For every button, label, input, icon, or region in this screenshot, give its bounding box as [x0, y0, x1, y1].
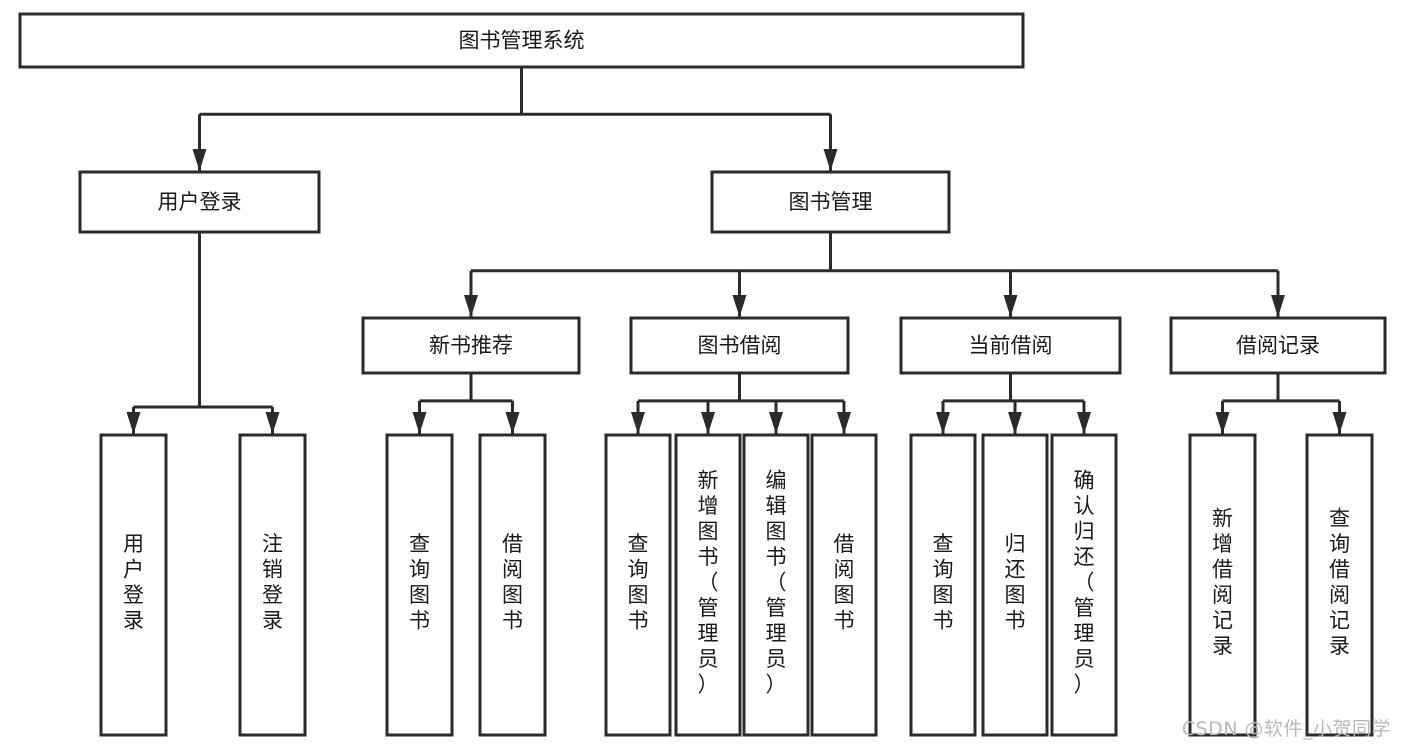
- node-box-new-book-recommend: [361, 316, 581, 375]
- node-box-book-borrow: [629, 316, 850, 375]
- arrow-head-icon: [769, 412, 783, 434]
- node-user-login[interactable]: 用户登录: [78, 170, 321, 234]
- node-label-user-login: 用户登录: [158, 190, 242, 214]
- node-label-book-borrow: 图书借阅: [698, 334, 782, 358]
- node-recommend-query-book[interactable]: 查询图书: [385, 433, 454, 737]
- node-book-manage[interactable]: 图书管理: [710, 170, 951, 234]
- node-box-current-return-book: [981, 433, 1049, 737]
- node-layer: 图书管理系统用户登录用户登录注销登录图书管理新书推荐查询图书借阅图书图书借阅查询…: [18, 12, 1387, 737]
- arrow-head-icon: [1271, 295, 1285, 317]
- node-box-borrow-lend-book: [810, 433, 878, 737]
- node-recommend-borrow-book[interactable]: 借阅图书: [478, 433, 547, 737]
- node-box-current-borrow: [899, 316, 1122, 375]
- node-current-confirm-return[interactable]: 确认归还（管理员）: [1050, 433, 1118, 737]
- node-box-record-query: [1305, 433, 1374, 737]
- node-label-borrow-add-book: 新增图书（管理员）: [698, 468, 719, 696]
- node-borrow-lend-book[interactable]: 借阅图书: [810, 433, 878, 737]
- node-current-query-book[interactable]: 查询图书: [909, 433, 977, 737]
- node-record-add[interactable]: 新增借阅记录: [1188, 433, 1257, 737]
- watermark-label: CSDN @软件_小贺同学: [1181, 718, 1391, 740]
- arrow-head-icon: [732, 295, 747, 317]
- arrow-head-icon: [1332, 412, 1347, 434]
- arrow-head-icon: [1003, 295, 1018, 317]
- arrow-head-icon: [936, 412, 950, 434]
- node-current-return-book[interactable]: 归还图书: [981, 433, 1049, 737]
- node-borrow-add-book[interactable]: 新增图书（管理员）: [674, 433, 742, 737]
- node-user-login-do[interactable]: 用户登录: [99, 433, 168, 737]
- node-box-current-confirm-return: [1050, 433, 1118, 737]
- arrow-head-icon: [631, 412, 645, 434]
- node-label-borrow-query-book: 查询图书: [628, 532, 649, 633]
- arrow-head-icon: [701, 412, 715, 434]
- node-label-borrow-lend-book: 借阅图书: [834, 532, 855, 633]
- node-user-logout[interactable]: 注销登录: [238, 433, 307, 737]
- arrow-head-icon: [837, 412, 851, 434]
- node-borrow-edit-book[interactable]: 编辑图书（管理员）: [742, 433, 810, 737]
- node-box-recommend-query-book: [385, 433, 454, 737]
- node-box-borrow-record: [1169, 316, 1387, 375]
- arrow-head-icon: [1077, 412, 1091, 434]
- node-label-book-manage: 图书管理: [789, 190, 873, 214]
- node-box-root: [18, 12, 1025, 69]
- node-root[interactable]: 图书管理系统: [18, 12, 1025, 69]
- node-box-borrow-query-book: [604, 433, 672, 737]
- node-label-current-confirm-return: 确认归还（管理员）: [1074, 468, 1095, 696]
- node-label-root: 图书管理系统: [459, 29, 585, 53]
- node-label-new-book-recommend: 新书推荐: [429, 334, 513, 358]
- arrow-head-icon: [265, 412, 280, 434]
- connector-layer: [126, 67, 1347, 434]
- node-box-user-login-do: [99, 433, 168, 737]
- node-box-book-manage: [710, 170, 951, 234]
- node-label-current-return-book: 归还图书: [1005, 532, 1026, 633]
- arrow-head-icon: [126, 412, 141, 434]
- arrow-head-icon: [505, 412, 520, 434]
- node-label-recommend-borrow-book: 借阅图书: [502, 532, 523, 633]
- node-label-borrow-edit-book: 编辑图书（管理员）: [766, 468, 787, 696]
- node-label-current-query-book: 查询图书: [933, 532, 954, 633]
- arrow-head-icon: [412, 412, 427, 434]
- node-box-user-login: [78, 170, 321, 234]
- node-box-user-logout: [238, 433, 307, 737]
- arrow-head-icon: [1008, 412, 1022, 434]
- node-box-current-query-book: [909, 433, 977, 737]
- arrow-head-icon: [464, 295, 478, 317]
- node-label-recommend-query-book: 查询图书: [409, 532, 430, 633]
- arrow-head-icon: [823, 149, 838, 171]
- node-new-book-recommend[interactable]: 新书推荐: [361, 316, 581, 375]
- node-record-query[interactable]: 查询借阅记录: [1305, 433, 1374, 737]
- node-label-user-login-do: 用户登录: [123, 532, 144, 633]
- node-box-borrow-edit-book: [742, 433, 810, 737]
- node-borrow-query-book[interactable]: 查询图书: [604, 433, 672, 737]
- node-label-user-logout: 注销登录: [262, 532, 283, 633]
- node-label-record-query: 查询借阅记录: [1329, 507, 1350, 659]
- node-box-recommend-borrow-book: [478, 433, 547, 737]
- node-label-borrow-record: 借阅记录: [1236, 334, 1320, 358]
- node-borrow-record[interactable]: 借阅记录: [1169, 316, 1387, 375]
- node-box-borrow-add-book: [674, 433, 742, 737]
- node-label-record-add: 新增借阅记录: [1212, 507, 1233, 659]
- arrow-head-icon: [192, 149, 207, 171]
- arrow-head-icon: [1215, 412, 1230, 434]
- node-current-borrow[interactable]: 当前借阅: [899, 316, 1122, 375]
- node-label-current-borrow: 当前借阅: [969, 334, 1053, 358]
- node-book-borrow[interactable]: 图书借阅: [629, 316, 850, 375]
- node-box-record-add: [1188, 433, 1257, 737]
